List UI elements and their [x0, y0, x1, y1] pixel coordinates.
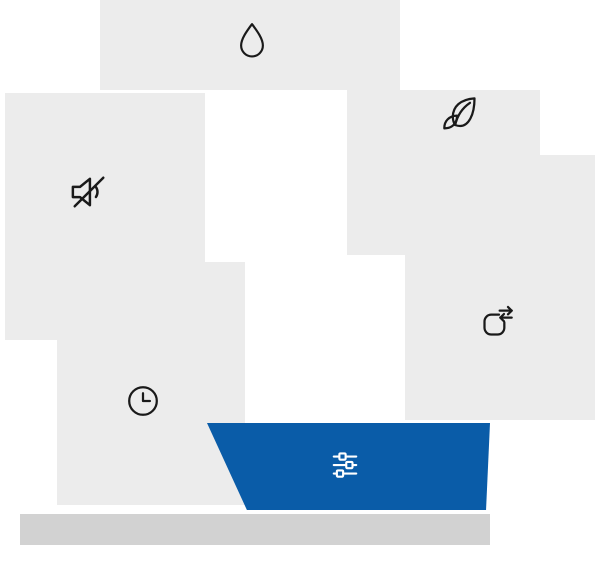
mute-speaker-icon [71, 176, 105, 208]
eco-leaves-icon [443, 97, 476, 130]
tile-settings[interactable] [207, 423, 490, 510]
tile-water[interactable] [100, 0, 400, 90]
water-drop-icon [240, 23, 264, 58]
settings-sliders-icon [332, 452, 358, 478]
bottom-bar [20, 514, 490, 545]
clock-icon [128, 386, 158, 416]
tile-timer[interactable] [57, 262, 245, 505]
tile-transfer[interactable] [405, 155, 595, 420]
device-transfer-icon [483, 305, 513, 336]
